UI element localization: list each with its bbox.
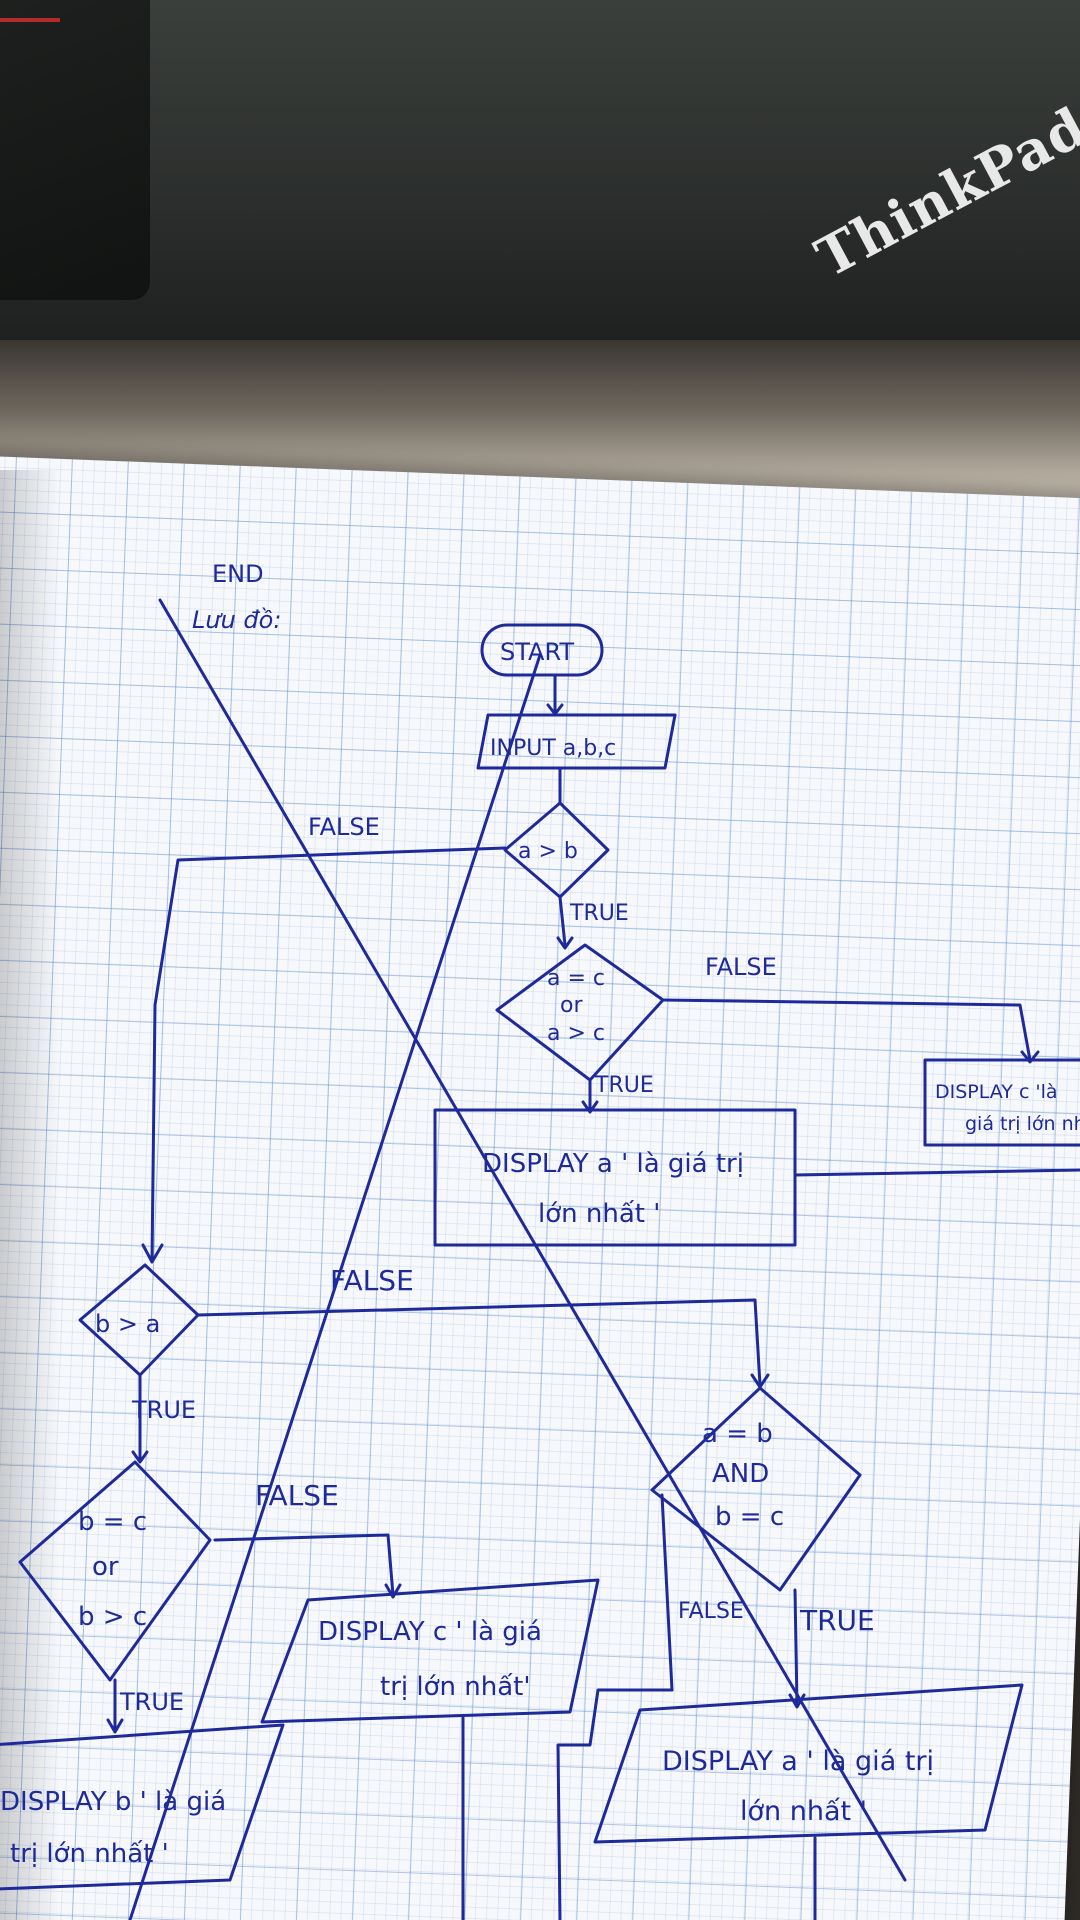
display-c-mid-line1: DISPLAY c ' là giá <box>318 1617 542 1647</box>
false-path-left <box>150 846 507 1262</box>
display-c-mid-line2: trị lớn nhất' <box>380 1672 530 1702</box>
decision-abc <box>650 1386 862 1592</box>
false-path-mid <box>196 1298 762 1387</box>
decision-abc-line3: b = c <box>715 1502 784 1532</box>
decision-bc-line3: b > c <box>78 1602 147 1632</box>
true-label-abc: TRUE <box>799 1604 875 1637</box>
false-label-bc: FALSE <box>255 1479 339 1512</box>
false-path-bc <box>213 1533 395 1597</box>
decision-abc-line2: AND <box>712 1459 769 1489</box>
display-c-right-line2: giá trị lớn nhất' <box>965 1113 1080 1135</box>
false-path-abc <box>556 1493 674 1920</box>
display-a-bottom-line2: lớn nhất ' <box>740 1796 867 1827</box>
page-curl-shadow <box>0 470 60 1920</box>
true-label-1: TRUE <box>569 901 629 926</box>
display-c-mid-box <box>260 1578 600 1724</box>
laptop: ThinkPad <box>0 0 1080 360</box>
display-a-center-box <box>433 1108 797 1247</box>
decision-bc-line2: or <box>92 1552 119 1582</box>
false-label-mid: FALSE <box>330 1264 414 1297</box>
input-box <box>476 713 677 770</box>
decision-b-gt-a-label: b > a <box>95 1310 160 1338</box>
false-label-top: FALSE <box>308 813 380 841</box>
display-a-bottom-box <box>593 1683 1024 1844</box>
decision-abc-line1: a = b <box>702 1419 773 1449</box>
start-terminal <box>480 623 604 677</box>
laptop-red-accent <box>0 18 60 22</box>
end-note: END <box>212 560 264 588</box>
heading-note: Lưu đồ: <box>192 606 281 634</box>
decision-ac-line3: a > c <box>547 1021 605 1046</box>
display-a-center-line2: lớn nhất ' <box>538 1199 660 1229</box>
decision-bc-line1: b = c <box>78 1507 147 1537</box>
connector-right <box>793 1168 1080 1177</box>
false-path-right <box>661 998 1032 1062</box>
true-label-bc: TRUE <box>119 1688 184 1716</box>
display-b-box <box>0 1723 285 1891</box>
diagonal-cross-line-2 <box>128 653 542 1920</box>
true-label-3: TRUE <box>131 1396 196 1424</box>
display-b-line1: DISPLAY b ' là giá <box>0 1787 226 1817</box>
decision-a-gt-b-label: a > b <box>518 839 578 864</box>
input-label: INPUT a,b,c <box>490 736 616 761</box>
laptop-edge <box>0 0 150 300</box>
display-c-right-line1: DISPLAY c 'là <box>935 1081 1058 1103</box>
false-label-right: FALSE <box>705 953 777 981</box>
decision-ac-line1: a = c <box>547 966 605 991</box>
true-label-2: TRUE <box>594 1073 654 1098</box>
display-c-right-box <box>923 1058 1080 1147</box>
diagonal-cross-line-1 <box>158 598 907 1882</box>
display-a-bottom-line1: DISPLAY a ' là giá trị <box>662 1746 934 1777</box>
start-label: START <box>500 638 574 666</box>
display-a-center-line1: DISPLAY a ' là giá trị <box>482 1149 744 1179</box>
display-b-line2: trị lớn nhất ' <box>10 1839 169 1869</box>
false-label-abc: FALSE <box>678 1599 744 1624</box>
decision-bc <box>18 1460 212 1682</box>
decision-ac-line2: or <box>560 993 583 1018</box>
